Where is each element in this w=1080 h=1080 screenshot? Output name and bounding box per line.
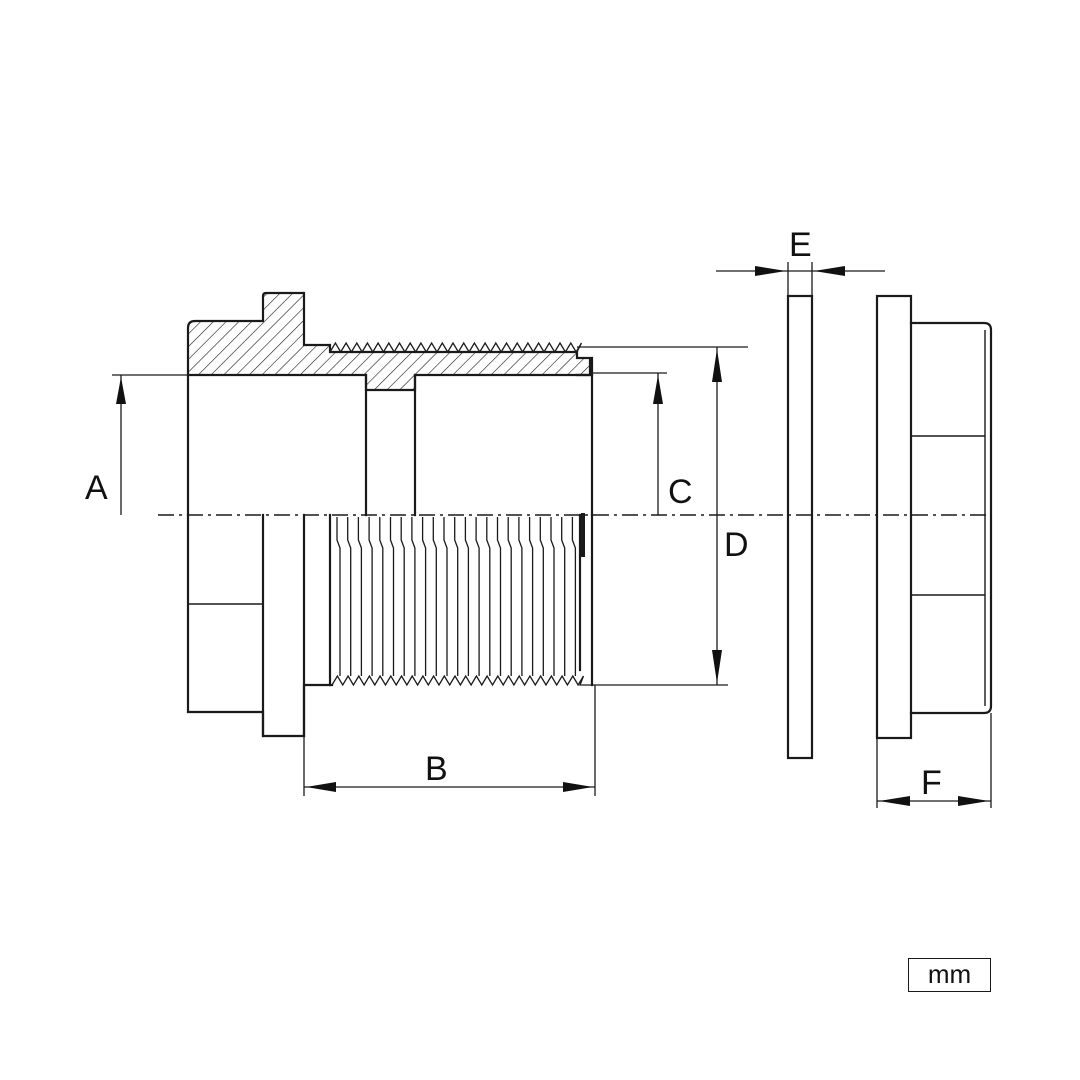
thread-crest — [379, 517, 384, 676]
dimension-d: D — [577, 346, 749, 686]
thread-crest — [347, 517, 352, 676]
thread-crest — [411, 517, 416, 676]
thread-crest — [528, 517, 534, 676]
label-e: E — [789, 226, 812, 264]
label-c: C — [668, 473, 693, 511]
label-d: D — [724, 526, 749, 564]
label-a: A — [85, 469, 108, 507]
dimension-b: B — [303, 685, 596, 796]
label-b: B — [425, 750, 448, 788]
thread-crest — [400, 517, 405, 676]
thread-crest — [443, 517, 448, 676]
thread-crest — [486, 517, 491, 676]
thread-crest — [561, 517, 566, 676]
thread-crest — [571, 517, 577, 676]
thread-crest — [357, 517, 363, 676]
dimension-a: A — [85, 374, 188, 515]
thread-crest — [432, 517, 437, 676]
thread-crest — [496, 517, 502, 676]
fitting-section-upper — [186, 291, 594, 517]
thread-crest — [475, 517, 480, 676]
washer — [786, 294, 814, 760]
label-f: F — [921, 764, 942, 802]
thread-crest — [507, 517, 512, 676]
dimension-f: F — [876, 713, 992, 808]
thread-crest — [336, 517, 341, 676]
thread-crest — [421, 517, 427, 676]
thread-crest — [389, 517, 395, 676]
thread-crest — [454, 517, 459, 676]
thread-crest — [368, 517, 373, 676]
lock-nut — [875, 294, 993, 740]
thread-crest — [518, 517, 523, 676]
unit-label: mm — [908, 958, 991, 992]
fitting-view-lower — [186, 513, 594, 738]
dimension-e: E — [716, 226, 885, 296]
thread-crest — [550, 517, 555, 676]
dimension-c: C — [592, 372, 693, 515]
thread-crest — [539, 517, 544, 676]
thread-crest — [464, 517, 470, 676]
